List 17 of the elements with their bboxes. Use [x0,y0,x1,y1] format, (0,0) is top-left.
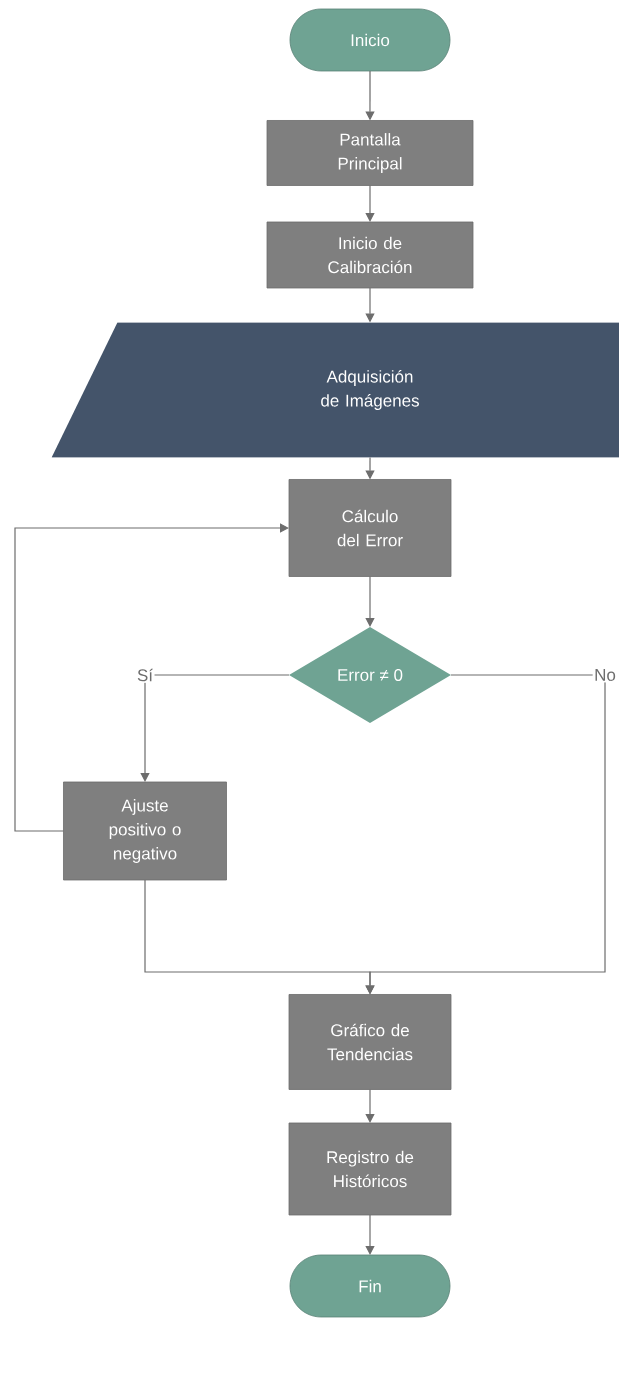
edge-label: Sí [135,667,155,683]
arrow [365,1088,375,1123]
arrow [14,523,289,832]
terminal-pill: Inicio [289,8,451,72]
process-box: Inicio de Calibración [266,221,474,289]
process-box: Pantalla Principal [266,120,474,186]
process-box: Cálculo del Error [288,479,452,577]
arrow [140,674,290,782]
process-box: Ajuste positivo o negativo [63,781,227,881]
arrow [365,184,375,222]
edge-label: No [592,667,618,683]
process-box: Gráfico de Tendencias [288,994,452,1090]
terminal-pill: Fin [289,1254,451,1318]
process-box: Registro de Históricos [288,1122,452,1216]
input-parallelogram: Adquisición de Imágenes [51,322,619,458]
arrow [365,1214,375,1255]
arrow [365,575,375,627]
